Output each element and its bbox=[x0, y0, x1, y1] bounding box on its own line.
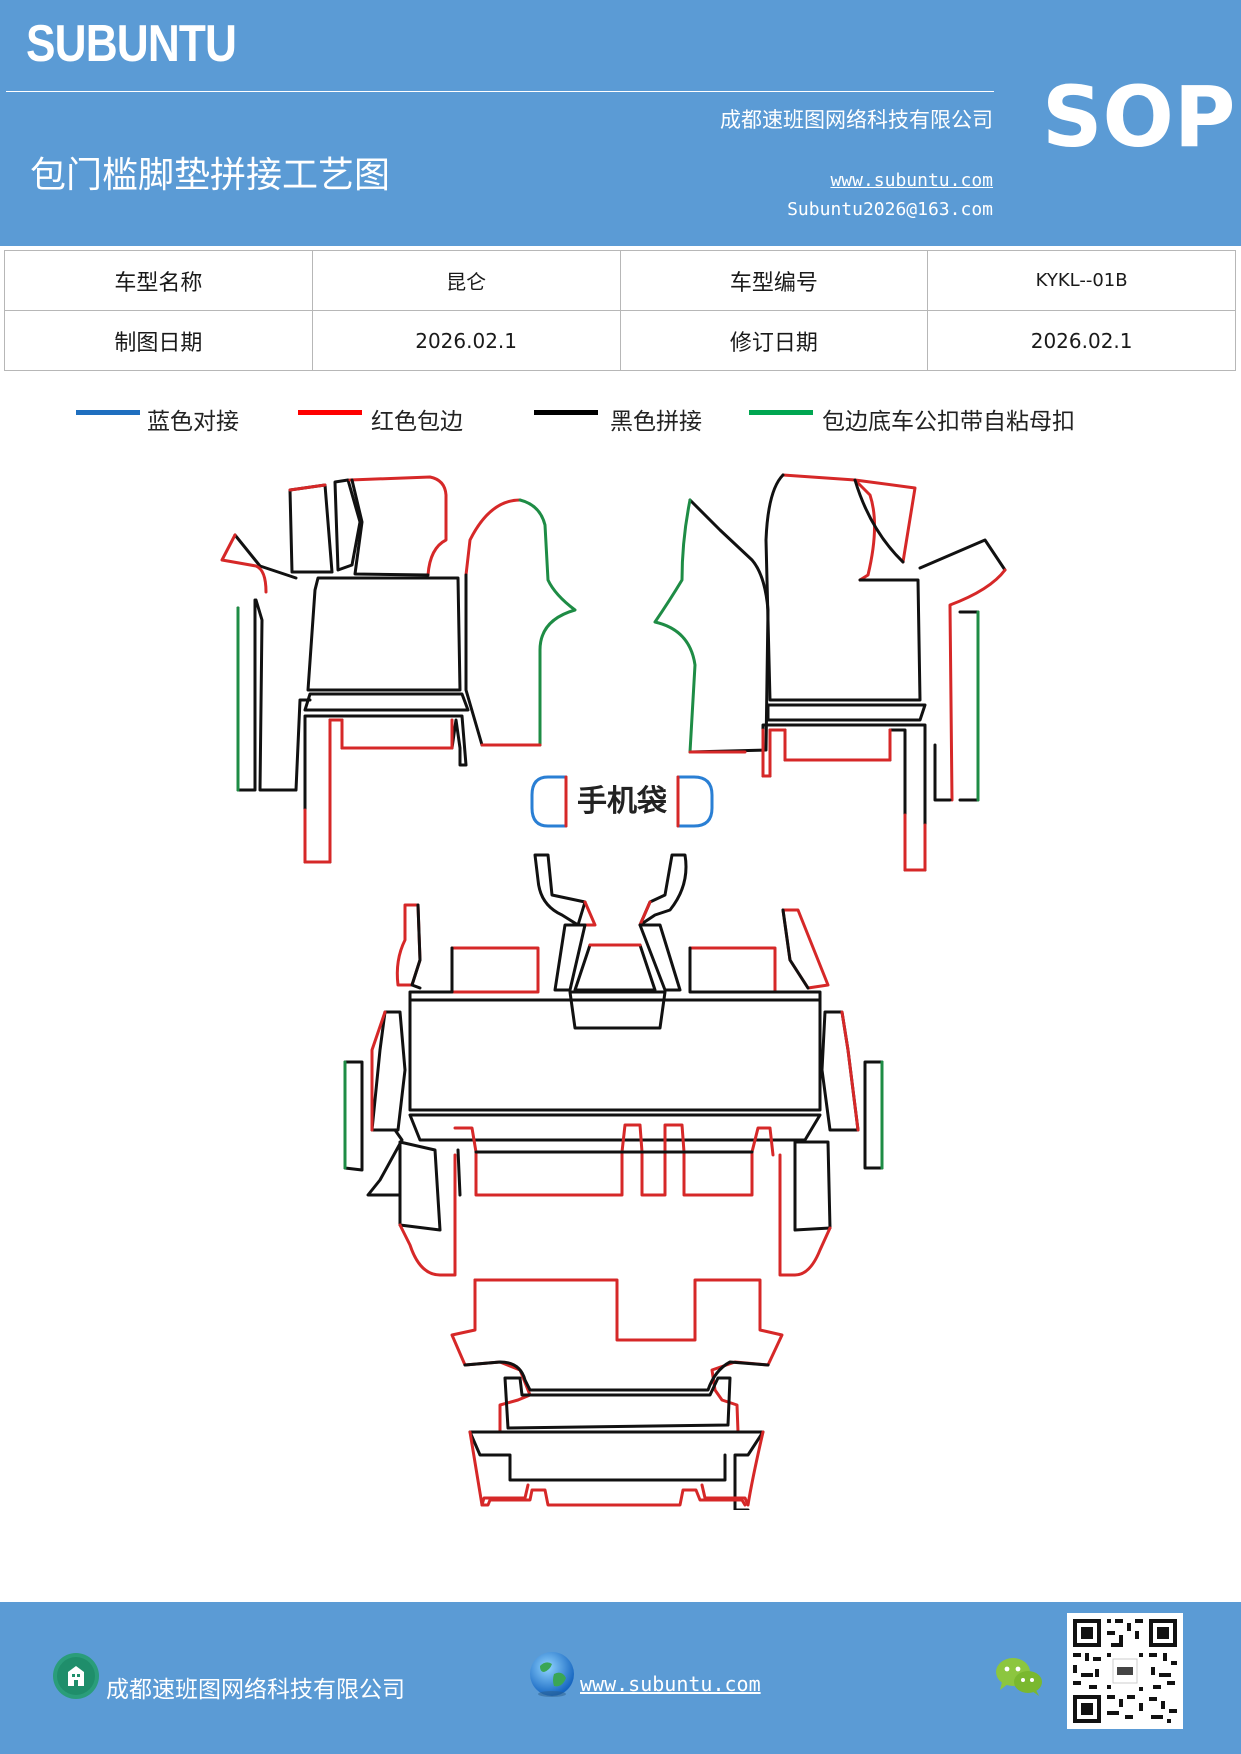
wechat-icon[interactable] bbox=[994, 1654, 1044, 1698]
page-header: SUBUNTU 成都速班图网络科技有限公司 包门槛脚垫拼接工艺图 www.sub… bbox=[0, 0, 1241, 246]
header-website-link[interactable]: www.subuntu.com bbox=[830, 170, 993, 191]
floor-mat-splicing-diagram: 手机袋 bbox=[220, 473, 1007, 1510]
phone-pocket bbox=[530, 775, 714, 828]
legend-label: 蓝色对接 bbox=[147, 409, 239, 435]
door-panel-right bbox=[653, 498, 770, 754]
model-name-label: 车型名称 bbox=[4, 250, 313, 311]
phone-pocket-label: 手机袋 bbox=[577, 784, 667, 819]
brand-logo: SUBUNTU bbox=[26, 15, 237, 73]
legend-swatch-green bbox=[749, 410, 813, 415]
legend-label: 黑色拼接 bbox=[610, 409, 702, 435]
legend-swatch-black bbox=[534, 410, 598, 415]
color-legend: 蓝色对接 红色包边 黑色拼接 包边底车公扣带自粘母扣 bbox=[0, 400, 1241, 440]
drawing-date-label: 制图日期 bbox=[4, 310, 313, 371]
revision-date-label: 修订日期 bbox=[619, 310, 929, 371]
model-code-value: KYKL--01B bbox=[927, 250, 1236, 311]
footer-company-name: 成都速班图网络科技有限公司 bbox=[106, 1677, 405, 1703]
model-name-value: 昆仑 bbox=[311, 250, 621, 311]
legend-label: 包边底车公扣带自粘母扣 bbox=[822, 409, 1075, 435]
model-code-label: 车型编号 bbox=[619, 250, 929, 311]
header-email: Subuntu2026@163.com bbox=[787, 199, 993, 220]
drawing-date-value: 2026.02.1 bbox=[311, 310, 621, 371]
mat-right-front bbox=[761, 473, 1007, 872]
legend-swatch-blue bbox=[76, 410, 140, 415]
footer-website-link[interactable]: www.subuntu.com bbox=[580, 1672, 761, 1696]
mat-left-front bbox=[220, 475, 470, 864]
table-row: 制图日期 2026.02.1 修订日期 2026.02.1 bbox=[4, 310, 1236, 371]
header-company-name: 成都速班图网络科技有限公司 bbox=[720, 108, 993, 132]
document-title: 包门槛脚垫拼接工艺图 bbox=[30, 155, 391, 196]
mat-trunk bbox=[450, 1278, 784, 1510]
legend-swatch-red bbox=[298, 410, 362, 415]
legend-label: 红色包边 bbox=[371, 409, 463, 435]
header-divider bbox=[6, 91, 994, 92]
building-icon bbox=[53, 1653, 99, 1699]
revision-date-value: 2026.02.1 bbox=[927, 310, 1236, 371]
mat-rear bbox=[343, 853, 884, 1277]
globe-icon bbox=[530, 1652, 574, 1697]
table-row: 车型名称 昆仑 车型编号 KYKL--01B bbox=[4, 250, 1236, 311]
qr-code bbox=[1067, 1613, 1183, 1729]
sop-badge: SOP bbox=[1042, 68, 1236, 166]
page-footer: 成都速班图网络科技有限公司 www.subuntu.com bbox=[0, 1602, 1241, 1754]
vehicle-info-table: 车型名称 昆仑 车型编号 KYKL--01B 制图日期 2026.02.1 修订… bbox=[4, 250, 1236, 371]
door-panel-left bbox=[464, 498, 577, 747]
